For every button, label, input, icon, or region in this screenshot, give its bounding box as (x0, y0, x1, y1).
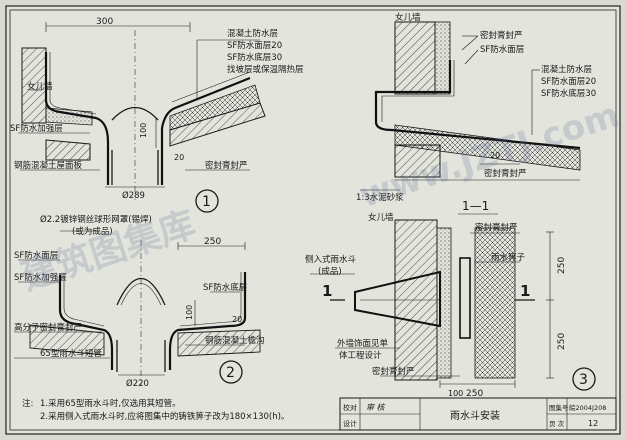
detail1-layer-bottom: SF防水底层30 (227, 52, 282, 63)
title-block-design-label: 设计 (343, 419, 357, 428)
detail2-label-pipe: 65型雨水斗短管 (40, 348, 102, 359)
detail1-label-reinforce: SF防水加强层 (10, 123, 63, 134)
detail1-label-parapet: 女儿墙 (27, 81, 53, 92)
sheet-border (5, 5, 621, 435)
detail-1 (18, 22, 266, 200)
title-block-page-no: 12 (588, 419, 598, 428)
detail2-label-sealant: 高分子密封膏封严 (14, 322, 82, 333)
title-block-atlas-label: 图集号 (549, 403, 569, 412)
title-block-title: 雨水斗安装 (450, 409, 500, 422)
detail1-layer-face: SF防水面层20 (227, 40, 282, 51)
title-block-review-label: 审 核 (366, 403, 387, 412)
detail3-label-sealant-top: 密封膏封严 (475, 222, 518, 233)
detail3-label-sealant-bottom: 密封膏封严 (372, 366, 415, 377)
detail1-number: 1 (202, 194, 211, 210)
title-block-check-label: 校对 (343, 403, 357, 412)
detail2-wire-cover (116, 277, 166, 306)
section-label-face: SF防水面层 (480, 44, 524, 55)
detail1-dim-diameter: Ø289 (122, 190, 145, 201)
section-layer-concrete: 混凝土防水层 (541, 64, 592, 75)
title-block-atlas-no: 皖2004J208 (569, 403, 606, 412)
detail3-grate (459, 257, 471, 339)
detail1-number-circle (195, 189, 219, 213)
detail1-label-sealant: 密封膏封严 (205, 160, 248, 171)
detail3-dim-top: 250 (557, 257, 567, 274)
detail-2 (14, 230, 261, 385)
detail1-layer-slope: 找坡层或保温隔热层 (227, 64, 304, 75)
detail2-label-cover: Ø2.2镀锌钢丝球形网罩(锡焊) (40, 214, 152, 225)
detail3-number-circle (572, 367, 596, 391)
section-parapet-wall (394, 21, 436, 95)
detail2-waterproof-left (58, 275, 114, 370)
section-waterproof-line (374, 60, 581, 150)
detail2-dim-diameter: Ø220 (126, 378, 149, 389)
detail2-number-circle (219, 360, 243, 384)
section-label-sealant-bottom: 密封膏封严 (484, 168, 527, 179)
section-title: 1—1 (462, 199, 489, 213)
detail3-dim-bottom: 250 (557, 333, 567, 350)
detail1-drain-dome (111, 106, 159, 121)
note-1: 1.采用65型雨水斗时,仅选用其短管。 (40, 398, 181, 409)
section-1-1 (360, 21, 581, 191)
title-block-page-label: 页 次 (549, 419, 565, 428)
detail1-parapet-wall (21, 47, 47, 124)
section-layer-face: SF防水面层20 (541, 76, 596, 87)
detail2-dim-width: 250 (204, 237, 221, 247)
section-label-parapet: 女儿墙 (395, 12, 421, 23)
detail3-dim-100: 100 (448, 389, 463, 398)
detail1-layer-concrete: 混凝土防水层 (227, 28, 278, 39)
detail3-cut-left: 1 (322, 282, 332, 300)
detail1-dim-20: 20 (174, 153, 184, 162)
detail2-dim-20: 20 (232, 315, 242, 324)
detail3-number: 3 (579, 372, 588, 388)
detail2-label-face: SF防水面层 (14, 250, 58, 261)
section-label-sealant-top: 密封膏封严 (480, 30, 523, 41)
detail3-label-side-drain-sub: (成品) (318, 266, 342, 277)
detail3-label-parapet: 女儿墙 (368, 212, 394, 223)
detail2-label-reinforce: SF防水加强层 (14, 272, 67, 283)
detail3-cut-right: 1 (520, 282, 530, 300)
detail3-dim-bottom-width: 250 (466, 389, 483, 399)
detail1-dim-height: 100 (139, 123, 148, 138)
detail2-label-gutter: 钢筋混凝土檐沟 (205, 335, 265, 346)
notes-prefix: 注: (22, 398, 33, 409)
detail2-gutter-slab (177, 329, 261, 357)
detail1-dim-width: 300 (96, 17, 113, 27)
detail3-label-finish: 外墙饰面见单 (337, 338, 389, 349)
note-2: 2.采用侧入式雨水斗时,应将图集中的铸铁箅子改为180×130(h)。 (40, 411, 289, 422)
detail2-dim-100: 100 (185, 305, 194, 320)
detail3-label-side-drain: 侧入式雨水斗 (305, 254, 357, 265)
detail3-label-finish-sub: 体工程设计 (339, 350, 382, 361)
detail3-side-drain (354, 270, 441, 328)
detail-3 (310, 219, 554, 388)
detail3-label-grate: 雨水箅子 (491, 252, 526, 263)
detail2-label-bottom: SF防水底层 (203, 282, 247, 293)
section-label-mortar: 1:3水泥砂浆 (356, 192, 404, 203)
detail2-label-cover-sub: (或为成品) (72, 226, 113, 237)
detail2-number: 2 (226, 365, 235, 381)
section-layer-bottom: SF防水底层30 (541, 88, 596, 99)
title-block (339, 397, 617, 431)
section-dim-20: 20 (490, 151, 500, 160)
detail1-label-slab: 钢筋混凝土屋面板 (14, 160, 83, 171)
